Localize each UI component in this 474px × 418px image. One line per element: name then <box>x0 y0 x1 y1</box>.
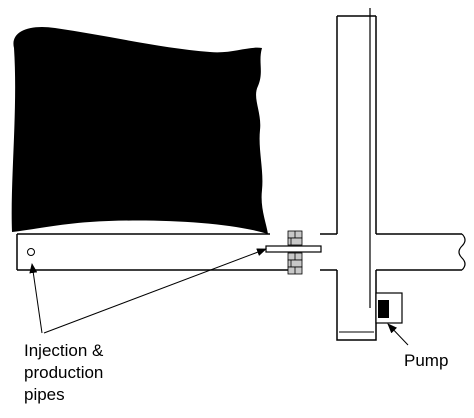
arrow-to-inner-pipe <box>43 248 267 334</box>
pipe-end-hole <box>27 248 35 256</box>
pump-icon <box>378 300 389 318</box>
break-line-right <box>458 233 466 271</box>
arrow-to-pipe-end <box>29 263 43 334</box>
inner-pipe <box>265 245 322 253</box>
label-line-2: production <box>24 363 104 382</box>
label-line-1: Injection & <box>24 341 104 360</box>
label-line-3: pipes <box>24 385 65 404</box>
pump-label: Pump <box>404 351 449 370</box>
arrow-to-pump <box>387 323 409 346</box>
reservoir-body <box>11 26 269 234</box>
brick-packer-icon <box>287 230 303 275</box>
injection-production-pipes-label: Injection & production pipes <box>24 340 103 406</box>
